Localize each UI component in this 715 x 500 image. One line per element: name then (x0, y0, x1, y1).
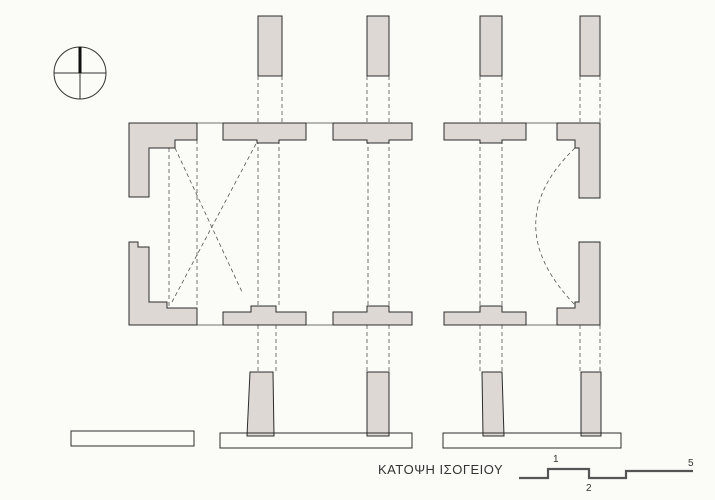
scale-label-2: 2 (586, 483, 592, 494)
scale-label-5: 5 (688, 458, 694, 469)
lower-piers (246, 371, 602, 437)
bottom-wall (222, 305, 307, 326)
upper-pier (579, 15, 601, 77)
left-lower-wall (128, 241, 198, 326)
left-upper-wall (128, 122, 198, 198)
upper-piers (257, 15, 601, 77)
base-slab (70, 430, 195, 447)
top-wall (222, 122, 307, 144)
right-walls (556, 122, 601, 326)
top-wall (332, 122, 413, 144)
scale-bar: 1 2 5 (519, 454, 694, 494)
bottom-wall (332, 305, 413, 326)
right-lower-wall (556, 241, 601, 326)
drawing-title: ΚΑΤΟΨΗ ΙΣΟΓΕΙΟΥ (378, 462, 503, 477)
north-arrow-icon (53, 46, 107, 100)
bottom-walls (222, 305, 527, 326)
upper-pier (366, 15, 390, 77)
bottom-wall (443, 305, 527, 326)
right-upper-wall (556, 122, 601, 199)
upper-pier (479, 15, 503, 77)
base-slab (442, 432, 622, 449)
left-walls (128, 122, 198, 326)
top-walls (222, 122, 527, 144)
base-slab (219, 432, 413, 449)
lower-pier (366, 371, 390, 437)
wall-outlines (197, 122, 557, 326)
base-slabs (70, 430, 622, 449)
scale-label-1: 1 (553, 454, 559, 465)
dashed-projections (168, 76, 601, 372)
top-wall (443, 122, 527, 144)
lower-pier (246, 371, 275, 437)
upper-pier (257, 15, 283, 77)
lower-pier (481, 371, 505, 437)
lower-pier (580, 371, 602, 437)
